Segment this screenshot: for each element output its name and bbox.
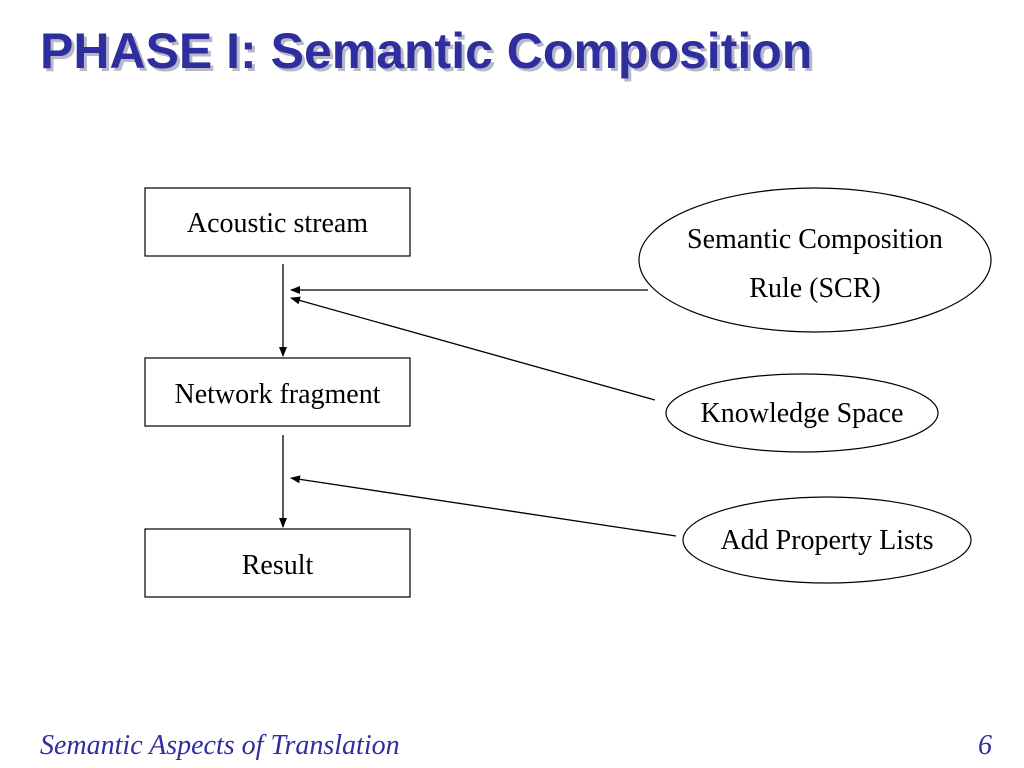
acoustic-stream-label: Acoustic stream <box>187 208 368 239</box>
scr-ellipse: Semantic Composition Rule (SCR) <box>638 187 992 333</box>
network-fragment-box: Network fragment <box>144 357 411 427</box>
footer-title: Semantic Aspects of Translation <box>40 730 400 761</box>
arrow-property-lists-to-flow <box>290 475 677 537</box>
result-label: Result <box>242 550 314 581</box>
acoustic-stream-box: Acoustic stream <box>144 187 411 257</box>
add-property-lists-ellipse: Add Property Lists <box>682 496 972 584</box>
slide-title: PHASE I: Semantic Composition <box>40 23 813 79</box>
result-box: Result <box>144 528 411 598</box>
knowledge-space-label: Knowledge Space <box>701 398 904 429</box>
network-fragment-label: Network fragment <box>174 379 380 410</box>
arrow-knowledge-to-flow <box>290 296 656 401</box>
scr-label-line2: Rule (SCR) <box>749 273 880 304</box>
add-property-lists-label: Add Property Lists <box>720 525 933 556</box>
knowledge-space-ellipse: Knowledge Space <box>665 373 939 453</box>
page-number: 6 <box>978 730 992 761</box>
scr-label-line1: Semantic Composition <box>687 224 943 255</box>
